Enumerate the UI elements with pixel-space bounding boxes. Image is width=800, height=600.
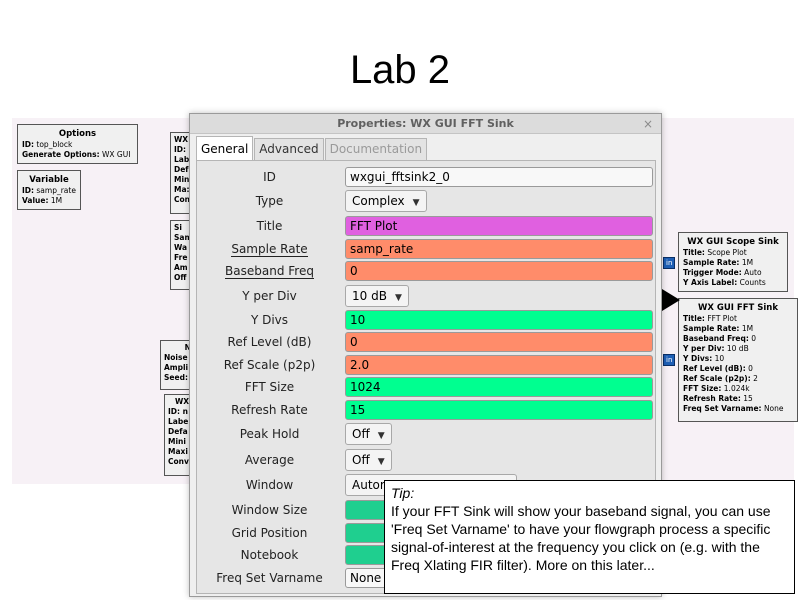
slide-title: Lab 2 [349,48,451,92]
tip-body: If your FFT Sink will show your baseband… [391,503,771,573]
param-label: Grid Position [231,526,308,540]
scope-sink-input-port[interactable]: in [663,257,676,269]
param-row-y-per-div: Y per Div 10 dB▼ [197,285,657,307]
tab-advanced[interactable]: Advanced [254,138,324,160]
param-row-type: Type Complex▼ [197,190,657,212]
param-row-title: Title FFT Plot [197,215,657,237]
tip-callout: Tip: If your FFT Sink will show your bas… [384,480,795,594]
param-label: Window [245,478,294,492]
average-select[interactable]: Off▼ [345,449,392,471]
ref-level-field[interactable]: 0 [345,332,653,352]
dialog-titlebar[interactable]: Properties: WX GUI FFT Sink × [190,114,661,134]
fft-sink-input-port[interactable]: in [663,354,676,366]
y-divs-field[interactable]: 10 [345,310,653,330]
param-row-id: ID wxgui_fftsink2_0 [197,166,657,188]
param-label: Baseband Freq [225,264,314,279]
block-title: Options [58,129,97,139]
param-row-sample-rate: Sample Rate samp_rate [197,238,657,260]
block-title: Variable [29,175,69,185]
fft-size-field[interactable]: 1024 [345,377,653,397]
tab-general[interactable]: General [196,136,254,160]
scope-sink-block[interactable]: WX GUI Scope Sink Title: Scope Plot Samp… [678,232,788,292]
block-title: WX GUI Scope Sink [687,237,779,247]
param-label: Sample Rate [231,242,308,257]
block-param: Value: 1M [22,196,63,205]
block-title: WX GUI FFT Sink [698,303,778,313]
dialog-title: Properties: WX GUI FFT Sink [337,117,514,130]
param-label: FFT Size [244,380,295,394]
block-param: ID: samp_rate [22,186,76,195]
param-label: Y Divs [250,313,289,327]
chevron-down-icon: ▼ [412,198,420,208]
param-label: Ref Scale (p2p) [223,358,316,372]
tip-heading: Tip: [391,485,415,501]
ref-scale-field[interactable]: 2.0 [345,355,653,375]
param-row-peak-hold: Peak Hold Off▼ [197,423,657,445]
param-row-average: Average Off▼ [197,449,657,471]
param-label: ID [263,170,276,184]
baseband-freq-field[interactable]: 0 [345,261,653,281]
chevron-down-icon: ▼ [377,431,385,441]
id-field[interactable]: wxgui_fftsink2_0 [345,167,653,187]
param-row-baseband-freq: Baseband Freq 0 [197,260,657,282]
param-label: Ref Level (dB) [227,335,312,349]
param-row-y-divs: Y Divs 10 [197,309,657,331]
type-select[interactable]: Complex▼ [345,190,427,212]
refresh-rate-field[interactable]: 15 [345,400,653,420]
y-per-div-select[interactable]: 10 dB▼ [345,285,409,307]
dialog-tabs: General Advanced Documentation [196,136,428,160]
param-label: Freq Set Varname [216,571,323,585]
block-param: ID: top_block [22,140,73,149]
chevron-down-icon: ▼ [394,293,402,303]
title-field[interactable]: FFT Plot [345,216,653,236]
peak-hold-select[interactable]: Off▼ [345,423,392,445]
param-row-ref-level: Ref Level (dB) 0 [197,331,657,353]
fft-sink-block[interactable]: WX GUI FFT Sink Title: FFT Plot Sample R… [678,298,798,422]
param-label: Title [256,219,283,233]
chevron-down-icon: ▼ [377,457,385,467]
close-icon[interactable]: × [642,117,653,131]
block-param: Generate Options: WX GUI [22,150,131,159]
param-row-ref-scale: Ref Scale (p2p) 2.0 [197,354,657,376]
variable-block[interactable]: Variable ID: samp_rate Value: 1M [17,170,81,210]
param-label: Type [255,194,284,208]
param-label: Peak Hold [239,427,300,441]
param-row-refresh-rate: Refresh Rate 15 [197,399,657,421]
param-label: Refresh Rate [231,403,308,417]
param-label: Notebook [240,548,299,562]
param-label: Average [244,453,295,467]
sample-rate-field[interactable]: samp_rate [345,239,653,259]
tab-documentation[interactable]: Documentation [324,138,428,160]
param-label: Window Size [231,503,308,517]
param-row-fft-size: FFT Size 1024 [197,376,657,398]
options-block[interactable]: Options ID: top_block Generate Options: … [17,124,138,164]
param-label: Y per Div [242,289,297,303]
